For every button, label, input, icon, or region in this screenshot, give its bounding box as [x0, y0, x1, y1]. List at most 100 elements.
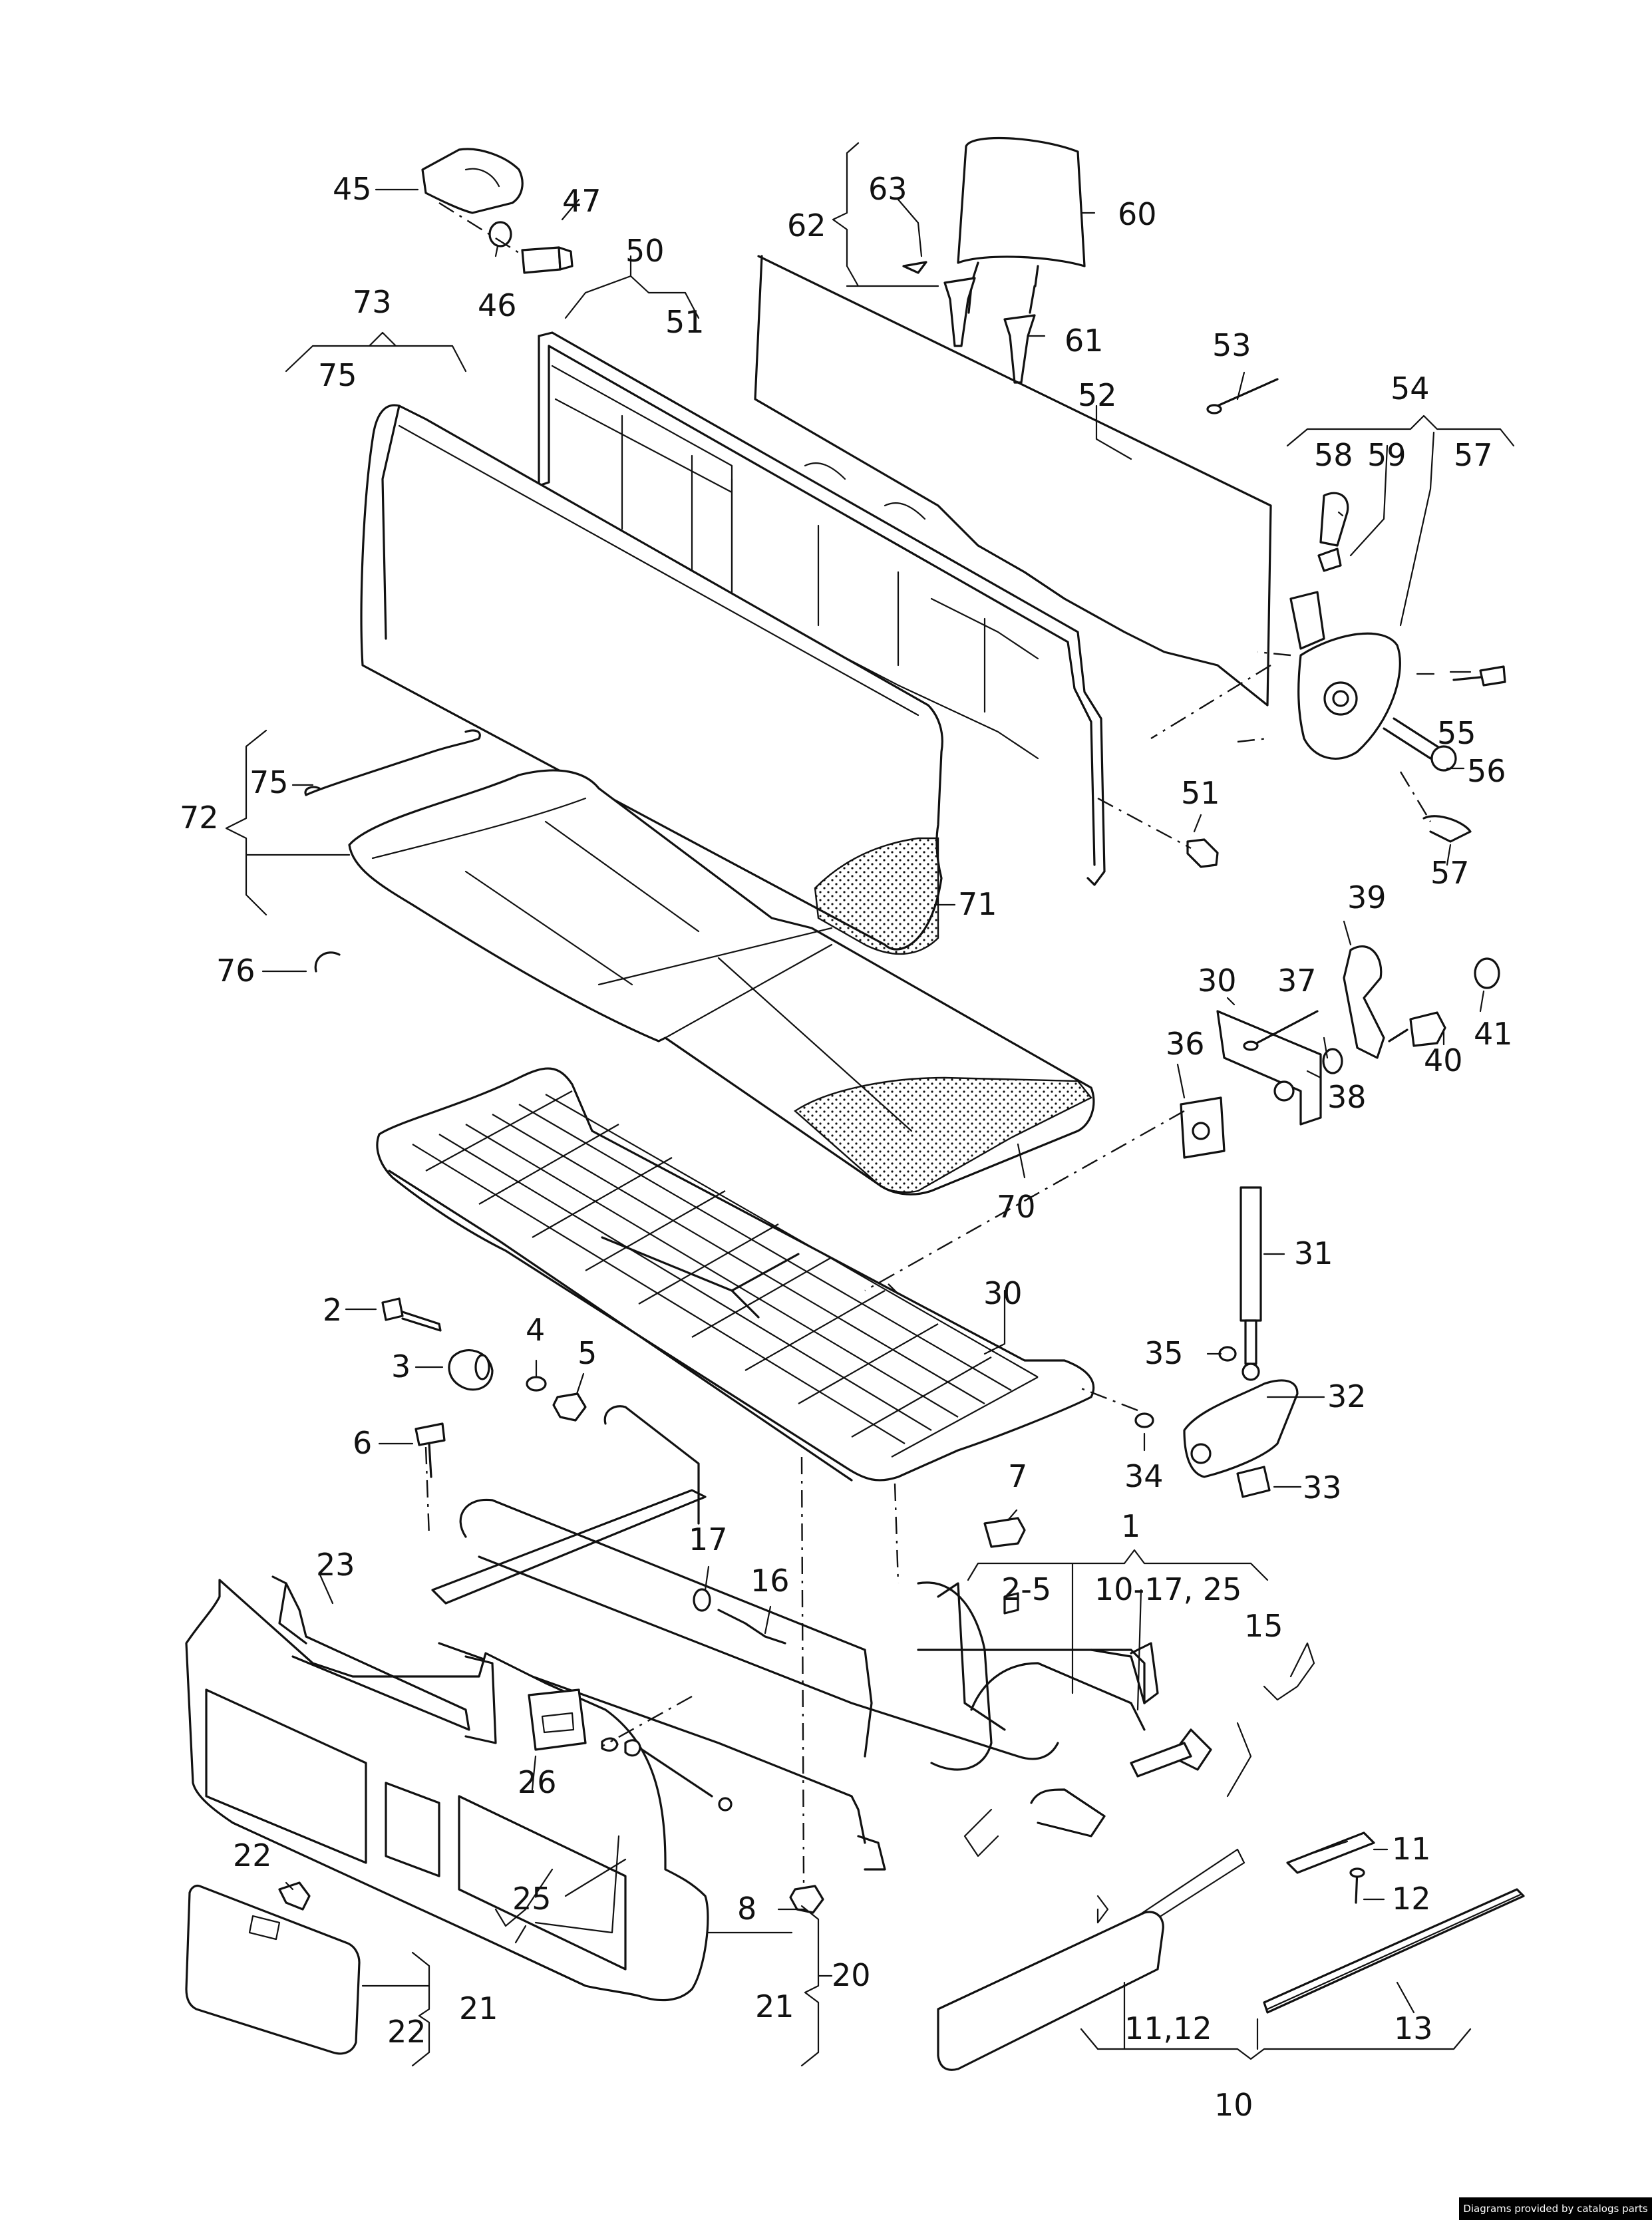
callout-16: 16 — [750, 1563, 790, 1599]
callout-60: 60 — [1118, 196, 1157, 232]
callout-62: 62 — [787, 208, 826, 243]
nut — [552, 1392, 587, 1422]
callout-54: 54 — [1391, 371, 1430, 406]
cover-clip — [278, 1881, 311, 1911]
callout-35: 35 — [1144, 1335, 1184, 1371]
callout-56: 56 — [1467, 753, 1506, 789]
rubber-buffer — [448, 1349, 494, 1391]
callout-21a: 21 — [755, 1988, 794, 2024]
mounting-plate — [1180, 1096, 1226, 1159]
plain-washer — [1134, 1412, 1154, 1428]
callout-33: 33 — [1303, 1470, 1342, 1506]
callout-2-5: 2-5 — [1001, 1571, 1051, 1607]
callout-30a: 30 — [1198, 963, 1237, 999]
callout-11-12: 11,12 — [1124, 2010, 1212, 2046]
seat-base-frame — [431, 1405, 1159, 1871]
callout-11: 11 — [1392, 1831, 1431, 1867]
callout-37: 37 — [1277, 963, 1317, 999]
front-trim-panel — [185, 1575, 709, 2002]
part-labels: 45 47 46 50 51 73 75 62 63 60 61 53 52 5… — [180, 171, 1513, 2123]
release-cable — [717, 1609, 786, 1645]
callout-52: 52 — [1078, 377, 1117, 413]
callout-51a: 51 — [665, 304, 705, 340]
seat-rail — [937, 1848, 1245, 2071]
callout-32: 32 — [1327, 1378, 1367, 1414]
washer — [526, 1376, 547, 1392]
headrest-guide-sleeve — [943, 277, 1036, 384]
callout-61: 61 — [1065, 323, 1104, 359]
cable-washer — [693, 1588, 711, 1612]
backrest-screw — [1206, 378, 1279, 414]
callout-72: 72 — [180, 800, 219, 836]
callout-23: 23 — [316, 1547, 355, 1583]
callout-6: 6 — [353, 1425, 372, 1461]
backrest-cushion — [360, 404, 943, 955]
callout-4: 4 — [526, 1312, 545, 1348]
hex-nut — [789, 1885, 824, 1914]
callout-31: 31 — [1294, 1235, 1333, 1271]
callout-17: 17 — [689, 1521, 728, 1557]
handle-clip — [1317, 548, 1342, 572]
self-tapping-screw — [414, 1422, 446, 1478]
seat-pan-frame — [376, 1067, 1095, 1482]
callout-76: 76 — [216, 953, 255, 989]
callout-45: 45 — [333, 171, 372, 207]
callout-25: 25 — [512, 1881, 552, 1917]
callout-26: 26 — [518, 1764, 557, 1800]
backrest-bolt — [1186, 838, 1219, 868]
callout-71: 71 — [958, 886, 997, 922]
recliner-assembly — [1289, 591, 1401, 760]
credit-banner: Diagrams provided by catalogs parts — [1459, 2197, 1652, 2220]
callout-70: 70 — [997, 1189, 1036, 1225]
rail-slide — [1263, 1888, 1525, 2014]
cover-cap — [185, 1884, 361, 2055]
callout-8: 8 — [737, 1891, 756, 1927]
callout-53: 53 — [1212, 327, 1251, 363]
latch-assembly — [963, 1728, 1212, 1857]
shoulder-bolt — [1236, 1466, 1271, 1498]
spacer-washer — [1322, 1048, 1343, 1074]
assembly-lines — [424, 202, 1432, 1883]
callout-10: 10 — [1214, 2087, 1253, 2123]
blind-rivet — [1349, 1867, 1365, 1904]
callout-10-17-25: 10-17, 25 — [1094, 1571, 1241, 1607]
backrest-rear-panel — [754, 255, 1272, 707]
callout-2: 2 — [323, 1292, 342, 1328]
callout-12: 12 — [1392, 1881, 1431, 1917]
callout-3: 3 — [391, 1348, 411, 1384]
headrest — [957, 136, 1086, 314]
pop-rivet — [1243, 1010, 1319, 1051]
callout-20: 20 — [832, 1957, 871, 1993]
callout-73: 73 — [353, 284, 392, 320]
hex-bolt — [983, 1517, 1026, 1548]
callout-55: 55 — [1437, 715, 1476, 751]
seat-cushion — [348, 769, 1095, 1195]
strap-bracket — [421, 148, 524, 214]
retaining-clip — [314, 951, 341, 973]
recliner-bolt — [1383, 717, 1457, 772]
callout-13: 13 — [1394, 2010, 1433, 2046]
hinge-bolt — [381, 1297, 442, 1332]
callout-5: 5 — [578, 1335, 597, 1371]
rail-clip — [1286, 1831, 1375, 1874]
callout-51b: 51 — [1181, 775, 1220, 811]
callout-46: 46 — [478, 287, 517, 323]
clip-washer — [1218, 1346, 1237, 1362]
bracket-plate — [1343, 945, 1385, 1059]
callout-39: 39 — [1347, 879, 1387, 915]
callout-47: 47 — [562, 183, 601, 219]
callout-40: 40 — [1424, 1042, 1463, 1078]
recliner-handle — [1319, 492, 1349, 547]
collar-bolt — [1388, 1011, 1446, 1047]
callout-59: 59 — [1367, 437, 1406, 473]
callout-41: 41 — [1474, 1016, 1513, 1052]
leader-lines — [225, 142, 1515, 2067]
release-clip — [902, 261, 927, 274]
spring-rod — [601, 1737, 733, 1812]
callout-57b: 57 — [1430, 855, 1470, 891]
callout-1: 1 — [1121, 1508, 1140, 1544]
spring-clip — [1422, 815, 1472, 843]
callout-38: 38 — [1327, 1079, 1367, 1115]
recliner-screw — [1452, 665, 1506, 687]
